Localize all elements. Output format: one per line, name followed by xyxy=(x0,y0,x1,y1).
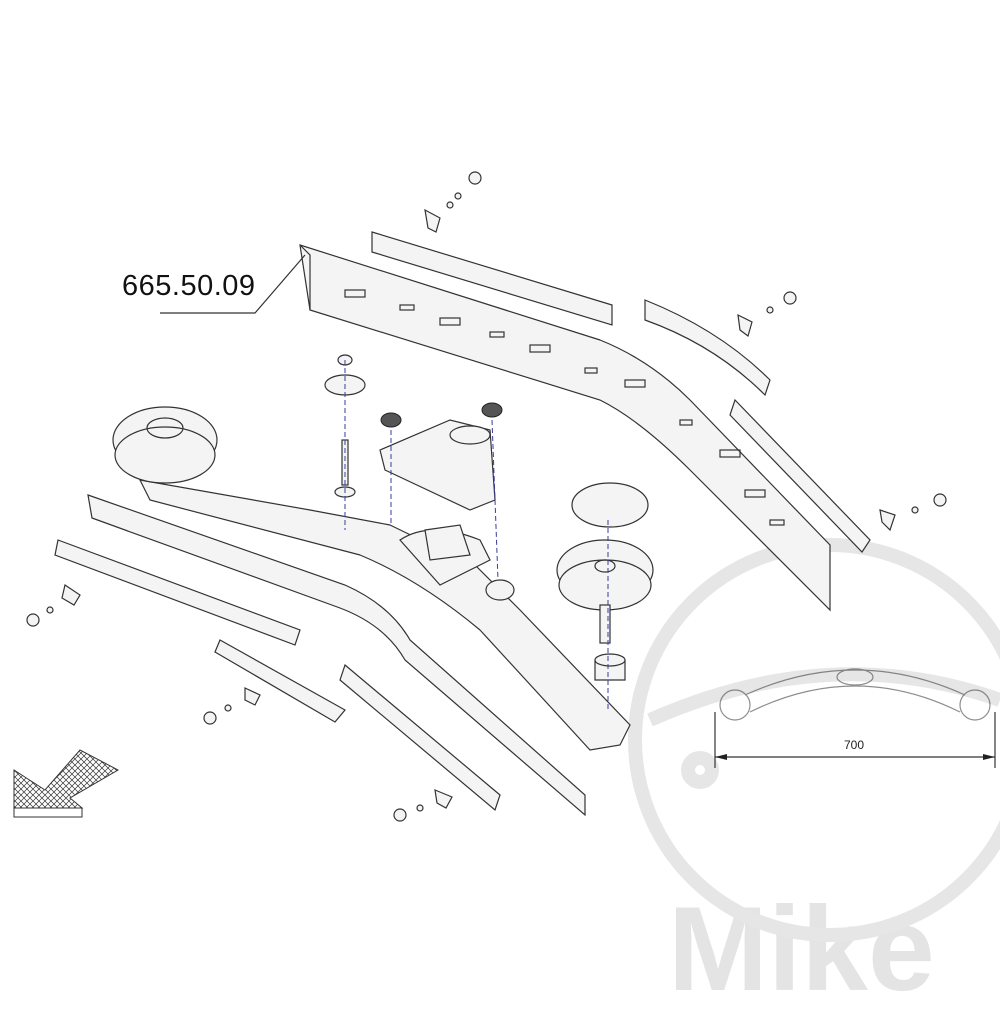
dimension-value: 700 xyxy=(844,738,865,752)
watermark-logo xyxy=(628,538,1000,942)
axis-lines xyxy=(344,360,609,710)
wheel-left xyxy=(112,406,218,484)
main-arm xyxy=(138,479,631,751)
suction-housing xyxy=(379,419,496,511)
knobs xyxy=(324,354,515,601)
lower-rail xyxy=(54,494,586,817)
wheel-right xyxy=(556,482,654,611)
direction-arrow-icon xyxy=(13,749,120,818)
label-leader-line xyxy=(160,254,306,314)
spacer-parts xyxy=(594,604,626,681)
inset-diagram xyxy=(719,668,991,721)
dimension-line xyxy=(714,712,996,768)
watermark-text: Mike xyxy=(668,882,935,1016)
part-number-label: 665.50.09 xyxy=(122,270,256,302)
clamp-strip-top xyxy=(371,231,871,553)
upper-rail xyxy=(299,244,831,612)
fasteners xyxy=(26,171,947,822)
